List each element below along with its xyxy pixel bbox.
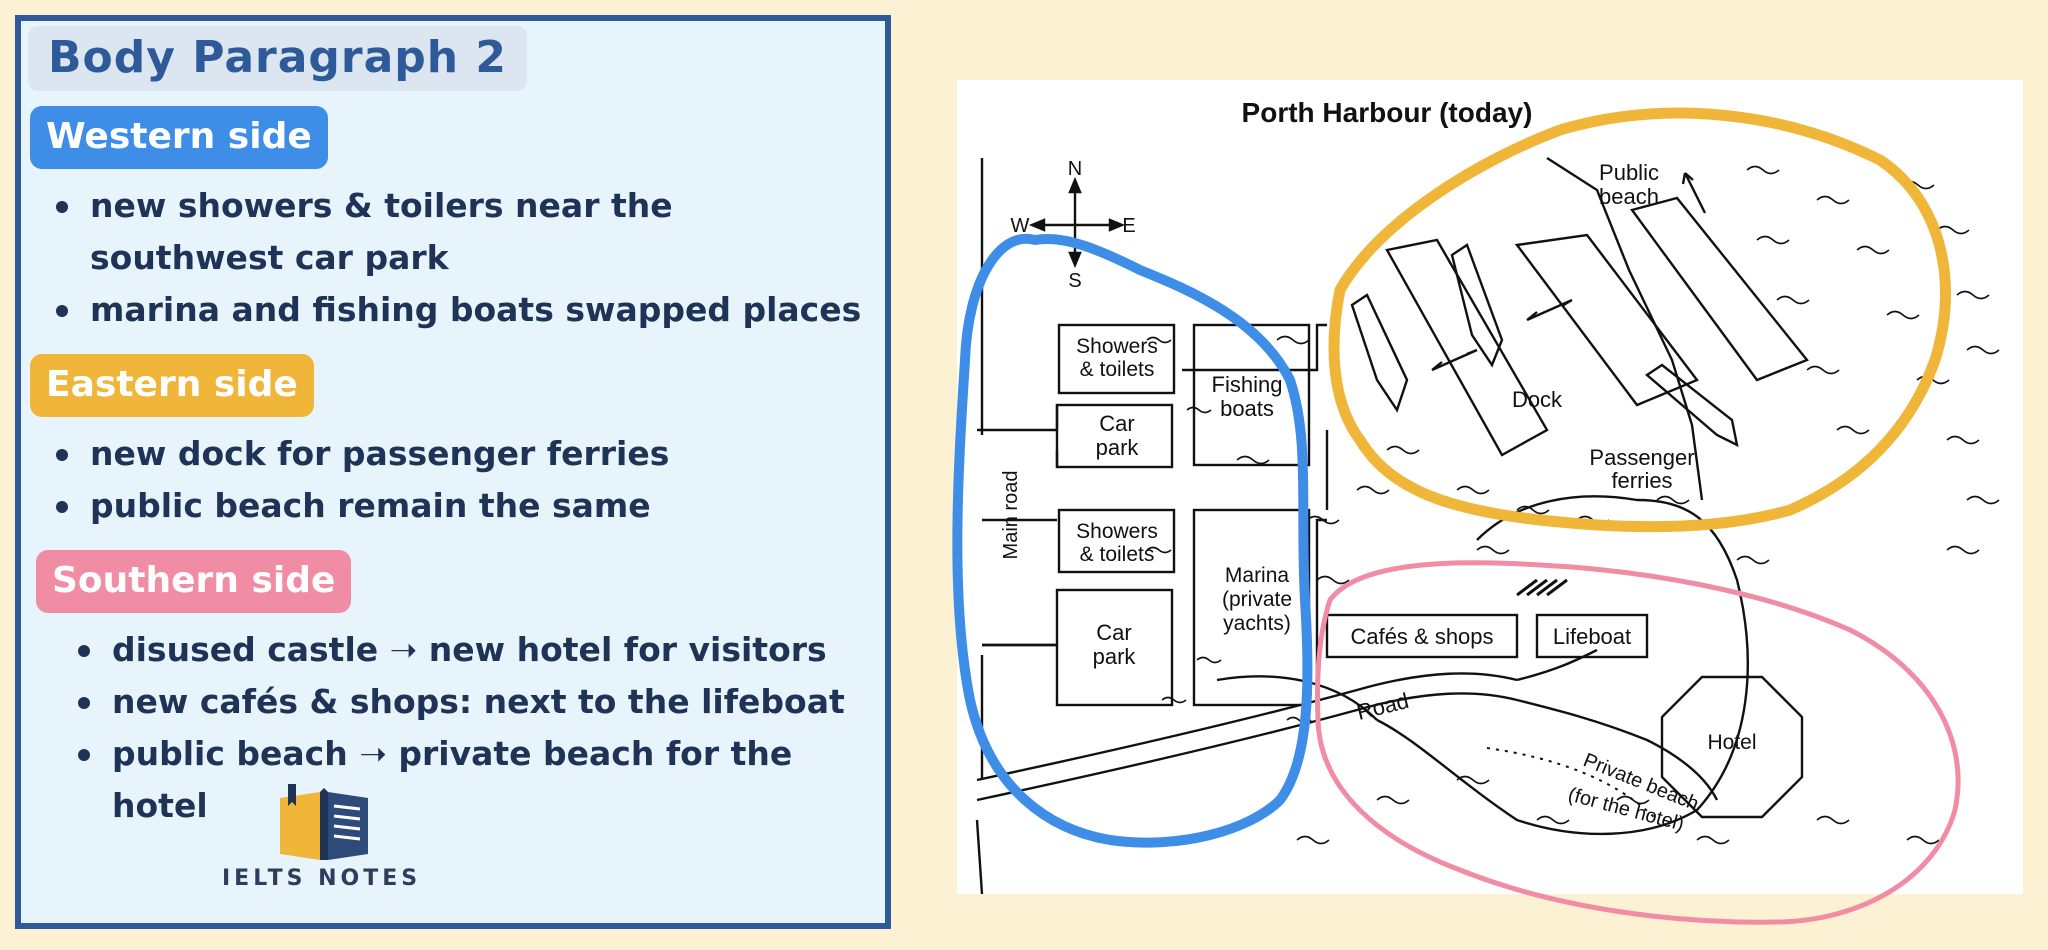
- label-dock: Dock: [1512, 387, 1563, 412]
- western-side-badge: Western side: [30, 106, 328, 169]
- southern-points: disused castle ➝ new hotel for visitors …: [70, 624, 870, 832]
- label-ferries-b: ferries: [1611, 468, 1672, 493]
- list-item: new dock for passenger ferries: [48, 428, 868, 480]
- hotel-building: [1660, 675, 1804, 819]
- western-highlight-loop: [952, 233, 1313, 848]
- label-hotel: Hotel: [1707, 731, 1756, 754]
- dock-pier-1: [1385, 238, 1549, 457]
- logo-text: IELTS NOTES: [222, 866, 422, 891]
- label-marina-a: Marina: [1225, 564, 1290, 587]
- compass-n: N: [1068, 158, 1082, 180]
- map-title: Porth Harbour (today): [1242, 97, 1533, 128]
- compass-s: S: [1068, 270, 1081, 292]
- label-fishing-a: Fishing: [1212, 372, 1283, 397]
- showers-toilets-1: [1057, 323, 1176, 395]
- label-showers-1b: & toilets: [1080, 358, 1155, 381]
- label-public-beach-2: beach: [1599, 184, 1659, 209]
- label-marina-b: (private: [1222, 588, 1292, 611]
- ferry-boat-1: [1350, 293, 1409, 413]
- harbour-map: Porth Harbour (today) N S W E Public bea…: [957, 80, 2023, 895]
- southern-highlight-loop: [1315, 560, 1961, 925]
- eastern-points: new dock for passenger ferries public be…: [48, 428, 868, 532]
- label-marina-c: yachts): [1223, 612, 1291, 635]
- water-waves: [1146, 165, 2000, 845]
- page-title: Body Paragraph 2: [28, 26, 528, 91]
- compass-e: E: [1122, 215, 1135, 237]
- label-showers-1a: Showers: [1076, 335, 1158, 358]
- label-cafes-shops: Cafés & shops: [1350, 624, 1493, 649]
- list-item: new showers & toilers near the southwest…: [48, 180, 868, 284]
- label-fishing-b: boats: [1220, 396, 1274, 421]
- label-car-park-1b: park: [1096, 435, 1140, 460]
- list-item: public beach remain the same: [48, 480, 868, 532]
- western-points: new showers & toilers near the southwest…: [48, 180, 868, 336]
- book-logo-icon: [276, 784, 372, 868]
- label-car-park-2b: park: [1093, 644, 1137, 669]
- lifeboat-station: [1535, 613, 1649, 659]
- list-item: public beach ➝ private beach for the hot…: [70, 728, 870, 832]
- dock-pier-2: [1514, 233, 1699, 407]
- compass-w: W: [1011, 215, 1030, 237]
- dock-pier-3: [1629, 196, 1809, 382]
- ferry-boat-3: [1645, 363, 1739, 448]
- label-main-road: Main road: [1000, 471, 1022, 560]
- cafes-shops: [1325, 613, 1519, 659]
- eastern-highlight-loop: [1328, 107, 1951, 533]
- showers-toilets-2: [1057, 508, 1176, 574]
- list-item: new cafés & shops: next to the lifeboat: [70, 676, 870, 728]
- label-showers-2b: & toilets: [1080, 543, 1155, 566]
- label-ferries-a: Passenger: [1589, 445, 1694, 470]
- label-car-park-2a: Car: [1096, 620, 1131, 645]
- list-item: marina and fishing boats swapped places: [48, 284, 868, 336]
- label-lifeboat: Lifeboat: [1553, 624, 1631, 649]
- southern-side-badge: Southern side: [36, 550, 352, 613]
- label-public-beach-1: Public: [1599, 160, 1659, 185]
- ferry-boat-2: [1450, 243, 1504, 368]
- eastern-side-badge: Eastern side: [30, 354, 314, 417]
- label-car-park-1a: Car: [1099, 411, 1134, 436]
- label-showers-2a: Showers: [1076, 520, 1158, 543]
- list-item: disused castle ➝ new hotel for visitors: [70, 624, 870, 676]
